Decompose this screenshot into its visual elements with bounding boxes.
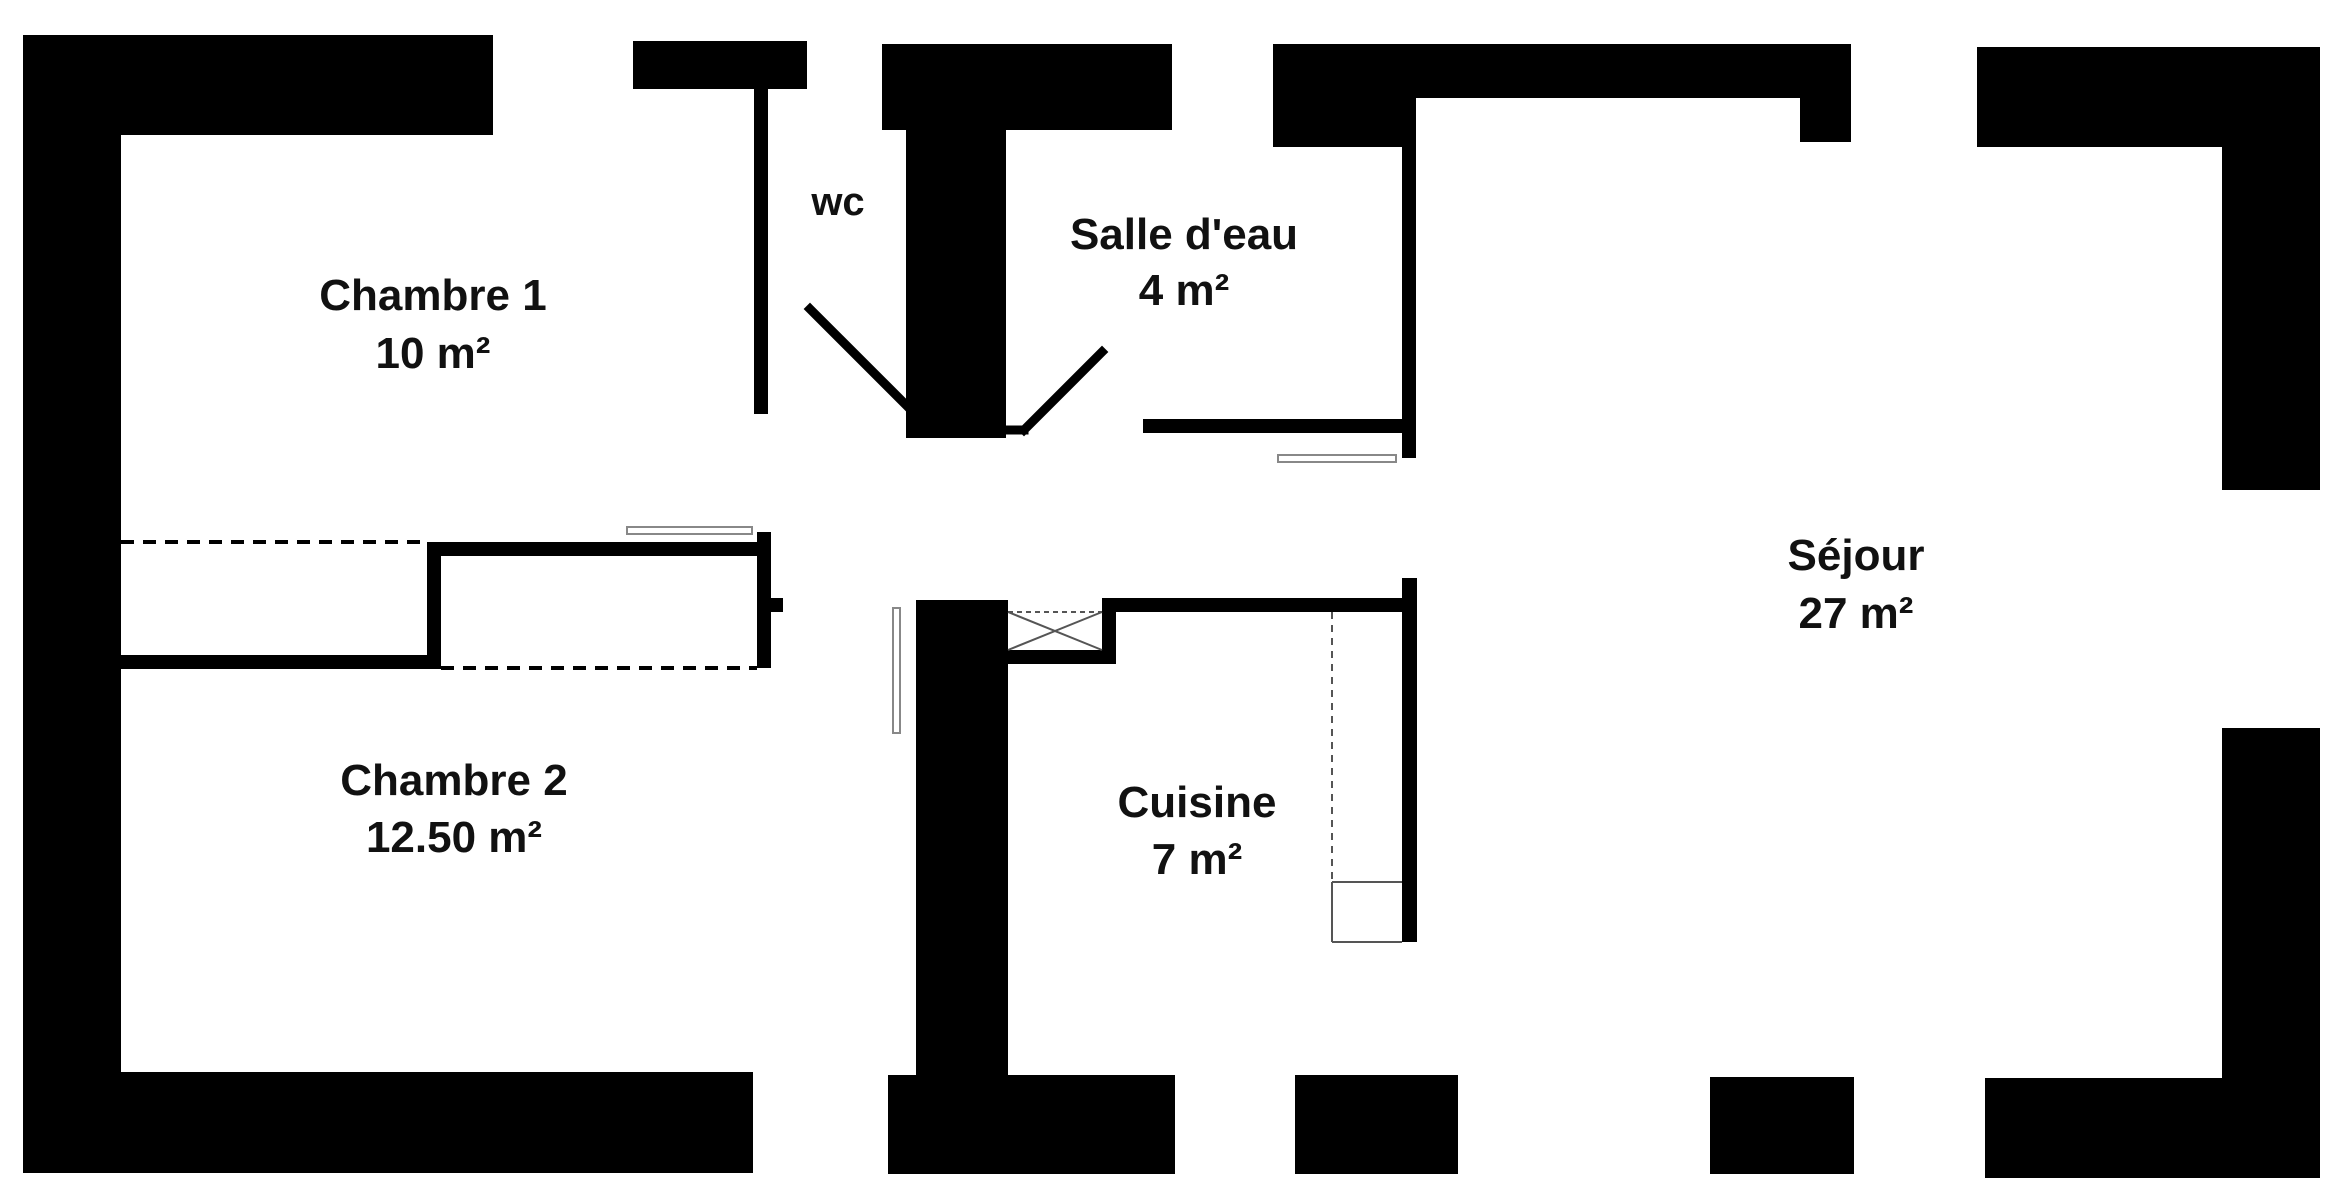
room-area-sejour: 27 m²	[1799, 589, 1914, 638]
doors	[803, 302, 1109, 437]
room-labels: Chambre 1 10 m² wc Salle d'eau 4 m² Cham…	[319, 180, 1924, 884]
sliding-panel-cupboard	[626, 526, 753, 535]
glazing-panels	[626, 454, 1397, 734]
wall-bottom-pillar-1	[1295, 1075, 1458, 1174]
wall-cupboard-end	[757, 532, 771, 668]
room-name-chambre-2: Chambre 2	[340, 756, 567, 805]
wall-top-wc	[633, 41, 807, 89]
duct-cross-b	[1007, 611, 1103, 651]
room-name-wc: wc	[810, 180, 864, 224]
room-area-cuisine: 7 m²	[1152, 835, 1242, 884]
wall-cuisine-left	[916, 600, 1008, 1075]
wall-cupboard-top	[427, 542, 771, 556]
door-wc-leaf	[803, 302, 913, 412]
wall-bottom-pillar-2	[1710, 1077, 1854, 1174]
wall-bottom-left	[23, 1072, 753, 1173]
wall-bottom-center	[888, 1075, 1175, 1174]
closet-outlines	[121, 540, 757, 670]
exterior-walls	[23, 35, 2320, 1178]
wall-cuisine-top	[1102, 598, 1417, 612]
wall-bottom-right	[1985, 1078, 2320, 1178]
room-area-salle-eau: 4 m²	[1139, 266, 1229, 315]
room-name-cuisine: Cuisine	[1118, 778, 1277, 827]
room-name-sejour: Séjour	[1788, 531, 1925, 580]
wall-salle-right	[1402, 98, 1416, 458]
wall-wc-partition	[754, 89, 768, 414]
room-name-chambre-1: Chambre 1	[319, 271, 546, 320]
door-salle-leaf	[1017, 345, 1109, 437]
sliding-panel-salle	[1277, 454, 1397, 463]
wall-salle-bottom	[1143, 419, 1415, 433]
wall-cuisine-step-v	[1102, 598, 1116, 664]
wall-cupboard-side-a	[427, 542, 441, 668]
kitchen-fixtures	[1007, 611, 1402, 943]
wall-pillar-wc-salle	[906, 89, 1006, 438]
interior-walls	[121, 89, 1417, 1075]
wall-cuisine-right	[1402, 578, 1417, 942]
wall-ch2-divider	[121, 655, 441, 669]
wall-top-sejour-pillar	[1800, 44, 1851, 142]
sliding-panel-cuisine	[892, 607, 901, 734]
room-area-chambre-2: 12.50 m²	[366, 813, 542, 862]
wall-right-inner-upper	[2222, 143, 2260, 490]
wall-cuisine-step-h	[1008, 650, 1116, 664]
wall-left	[23, 35, 121, 1173]
room-name-salle-eau: Salle d'eau	[1070, 210, 1298, 259]
wall-top-salle-left	[1273, 44, 1413, 147]
room-area-chambre-1: 10 m²	[376, 329, 491, 378]
wall-cupboard-stub	[771, 598, 783, 612]
